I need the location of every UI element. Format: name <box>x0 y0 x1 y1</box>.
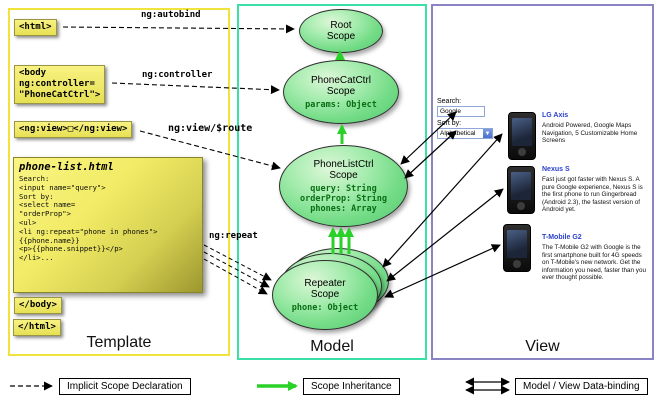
phonecatctrl-scope-props: params: Object <box>305 99 377 110</box>
template-panel-label: Template <box>86 334 152 351</box>
sort-select[interactable]: Alphabetical ▼ <box>437 128 493 139</box>
phone-image <box>508 112 536 160</box>
root-scope-title: Root Scope <box>326 20 356 42</box>
view-panel-label: View <box>525 338 560 355</box>
phone-name-link[interactable]: Nexus S <box>542 166 570 173</box>
phone-screen <box>511 172 531 200</box>
legend-model-view-databinding: Model / View Data-binding <box>515 378 648 395</box>
search-input[interactable] <box>437 106 485 117</box>
phonelistctrl-scope-props: query: String orderProp: String phones: … <box>300 183 387 214</box>
legend-scope-inheritance: Scope Inheritance <box>303 378 400 395</box>
ng-view-tag-box: <ng:view>□</ng:view> <box>14 121 133 138</box>
phonelistctrl-scope-title: PhoneListCtrl Scope <box>313 158 374 181</box>
ng-view-route-label: ng:view/$route <box>168 123 253 134</box>
phone-list-template-note: phone-list.html Search: <input name="que… <box>13 157 203 293</box>
phone-key <box>517 202 525 210</box>
ng-repeat-label: ng:repeat <box>209 231 258 241</box>
body-controller-tag-box: <body ng:controller= "PhoneCatCtrl"> <box>14 65 106 104</box>
phone-list-note-code: Search: <input name="query"> Sort by: <s… <box>19 174 158 263</box>
phonelistctrl-scope: PhoneListCtrl Scope query: String orderP… <box>279 145 408 227</box>
html-close-tag-box: </html> <box>13 319 61 336</box>
root-scope: Root Scope <box>299 9 383 53</box>
phone-description: Fast just got faster with Nexus S. A pur… <box>542 176 643 213</box>
phone-image <box>507 166 535 214</box>
phone-image <box>503 224 531 272</box>
repeater-scope-stack: Repeater Scope phone: Object <box>272 248 390 332</box>
phonecatctrl-scope-title: PhoneCatCtrl Scope <box>310 74 372 97</box>
ng-controller-label: ng:controller <box>142 70 213 80</box>
legend-double-arrow-icon <box>465 377 510 395</box>
phone-screen <box>512 118 532 146</box>
phonecatctrl-scope: PhoneCatCtrl Scope params: Object <box>283 60 399 124</box>
repeater-scope-title: Repeater Scope <box>304 277 346 300</box>
ng-autobind-label: ng:autobind <box>141 10 201 20</box>
legend-implicit-scope-declaration: Implicit Scope Declaration <box>59 378 191 395</box>
phone-name-link[interactable]: LG Axis <box>542 112 569 119</box>
phone-list-note-title: phone-list.html <box>19 161 114 173</box>
model-panel-label: Model <box>310 338 354 355</box>
body-close-tag-box: </body> <box>14 297 62 314</box>
sort-select-value: Alphabetical <box>440 130 476 137</box>
search-label: Search: <box>437 98 462 105</box>
phone-key <box>513 260 521 268</box>
phone-name-link[interactable]: T-Mobile G2 <box>542 234 582 241</box>
sort-by-label: Sort by: <box>437 120 462 127</box>
phone-description: The T-Mobile G2 with Google is the first… <box>542 244 646 281</box>
phone-screen <box>507 230 527 258</box>
phone-description: Android Powered, Google Maps Navigation,… <box>542 122 638 144</box>
phone-key <box>518 148 526 156</box>
repeater-scope: Repeater Scope phone: Object <box>272 260 378 330</box>
html-open-tag-box: <html> <box>14 19 57 36</box>
dropdown-arrow-icon: ▼ <box>483 129 492 138</box>
repeater-scope-props: phone: Object <box>291 302 359 313</box>
